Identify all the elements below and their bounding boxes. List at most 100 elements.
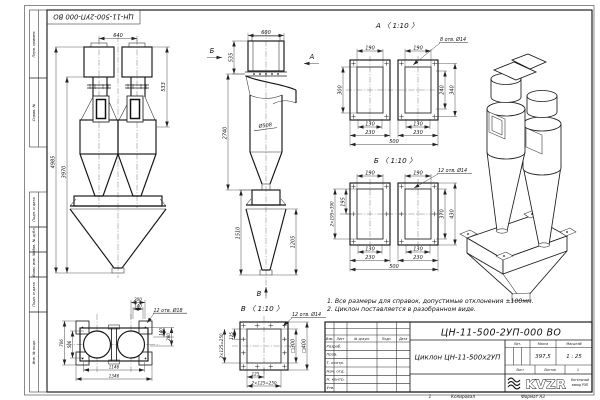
- tb-scale-value: 1 : 25: [566, 354, 582, 360]
- dim-2x125-l: 2×125=250: [219, 333, 224, 358]
- dim-230-b2: 230: [413, 255, 423, 261]
- side-view: Ø508 Б А В 600 535 2740 1510 1205: [207, 30, 319, 300]
- dim-2x195: 2×195=390: [330, 201, 335, 226]
- tb-row-tkontr: Т. контр.: [327, 360, 345, 365]
- product-name: Циклон ЦН-11-500х2УП: [415, 354, 502, 362]
- zone-number: 1: [429, 394, 432, 399]
- dim-230-b1: 230: [365, 255, 375, 261]
- dim-195: 195: [340, 197, 346, 207]
- notes: 1. Все размеры для справок, допустимые о…: [327, 298, 534, 313]
- dim-280: 280: [166, 333, 171, 341]
- logo-sub1: Котельный: [571, 378, 589, 382]
- tb-lit-label: Лит.: [513, 342, 521, 346]
- dim-190-b2: 190: [413, 171, 423, 177]
- bottom-callout: 12 отв. Ø18: [154, 307, 183, 314]
- tb-sheets-label: Листов: [543, 368, 556, 372]
- margin-label-perv: Перв. примен.: [32, 31, 36, 58]
- note-2: 2. Циклон поставляется в разобранном вид…: [327, 305, 476, 313]
- margin-label-invpodl: Инв. № подл.: [32, 340, 36, 365]
- logo-sub2: завод РЭП: [572, 383, 589, 387]
- margin-label-vzam: Взам. инв. №: [32, 252, 36, 277]
- section-a-callout: 8 отв. Ø14: [440, 36, 466, 43]
- dim-340: 340: [449, 85, 455, 95]
- dim-190-b1: 190: [365, 171, 375, 177]
- front-view: 640 533 4985 3970: [50, 33, 170, 278]
- tb-header-ndok: № докум.: [353, 337, 370, 341]
- dim-640: 640: [113, 33, 123, 39]
- copied-label: Копировал: [451, 394, 475, 399]
- tb-row-nachotd: Нач. отд.: [327, 368, 345, 373]
- dim-190-a1: 190: [365, 46, 375, 52]
- tb-scale-label: Масштаб: [566, 342, 581, 346]
- view-v-callout: 12 отв. Ø14: [292, 311, 321, 318]
- arrow-label-a: А: [309, 53, 315, 61]
- dim-500-b: 500: [389, 264, 399, 270]
- tb-sheet-label: Лист: [515, 368, 524, 372]
- dim-2x125-b: 2×125=250: [251, 381, 276, 386]
- dim-300: 300: [337, 85, 343, 95]
- dim-533: 533: [161, 82, 167, 92]
- tb-header-date: Дата: [398, 337, 407, 341]
- tb-row-prov: Пров.: [327, 352, 338, 357]
- iso-view: [459, 53, 577, 302]
- dim-190-a2: 190: [413, 46, 423, 52]
- tb-row-utv: Утв.: [327, 385, 335, 390]
- section-b: Б 〈 1:10 〉 12 отв. Ø14 190 190 195 2×195…: [330, 156, 472, 272]
- tb-row-nkontr: Н. контр.: [327, 377, 345, 382]
- dim-130-b1: 130: [365, 247, 375, 253]
- title-block: Изм. Лист № докум. Подп. Дата Разраб. Пр…: [324, 321, 593, 399]
- view-v-title: В 〈 1:10 〉: [241, 304, 283, 313]
- dim-sq300: □300: [290, 339, 296, 353]
- dim-d508: Ø508: [257, 121, 272, 130]
- dim-240: 240: [439, 85, 445, 95]
- dim-130-a1: 130: [365, 122, 375, 128]
- dim-sq400: □400: [301, 339, 307, 353]
- dim-506: 506: [67, 340, 72, 348]
- arrow-label-b: Б: [210, 47, 215, 55]
- logo-text: KVZR: [526, 377, 566, 392]
- dim-230-a1: 230: [365, 130, 375, 136]
- dim-706: 706: [59, 339, 64, 347]
- dim-600: 600: [261, 30, 271, 36]
- tb-header-podp: Подп.: [382, 337, 392, 341]
- margin-label-sprav: Справ. №: [32, 103, 36, 121]
- sheet-frame: Перв. примен. Справ. № Подп. и дата Инв.…: [24, 5, 595, 396]
- view-v: В 〈 1:10 〉 12 отв. Ø14 125 2×125=250 □30…: [219, 304, 326, 388]
- tb-mass-value: 397,5: [535, 354, 551, 360]
- section-a-title: А 〈 1:10 〉: [375, 21, 418, 30]
- arrow-label-v: В: [257, 290, 262, 298]
- tb-row-razrab: Разраб.: [327, 343, 342, 348]
- dim-430: 430: [449, 209, 455, 219]
- kvzr-logo: KVZR Котельный завод РЭП: [507, 376, 589, 392]
- tb-header-list: Лист: [335, 337, 344, 341]
- bottom-view: 200 140 12 отв. Ø18 140 280 706 506 1146…: [59, 297, 187, 381]
- note-1: 1. Все размеры для справок, допустимые о…: [327, 298, 534, 305]
- dim-535: 535: [228, 53, 234, 63]
- tb-sheets-value: 1: [577, 368, 579, 372]
- dim-1346: 1346: [109, 374, 120, 379]
- dim-200: 200: [134, 297, 142, 302]
- dim-230-a2: 230: [413, 130, 423, 136]
- dim-140-top: 140: [134, 304, 142, 309]
- dim-4985: 4985: [50, 156, 56, 169]
- margin-column: Перв. примен. Справ. № Подп. и дата Инв.…: [29, 9, 48, 393]
- tb-header-izm: Изм.: [326, 337, 334, 341]
- margin-label-invdubl: Инв. № дубл.: [32, 227, 36, 252]
- dim-125-b: 125: [252, 372, 260, 377]
- top-stamp: ЦН-11-500-2УП-000 ВО: [46, 9, 141, 25]
- margin-label-podp2: Подп. и дата: [32, 282, 36, 306]
- section-b-title: Б 〈 1:10 〉: [374, 156, 416, 165]
- section-a: А 〈 1:10 〉 8 отв. Ø14 190 190 300 240 34…: [337, 21, 468, 147]
- dim-1510: 1510: [235, 227, 241, 240]
- format-label: Формат А3: [521, 394, 545, 399]
- dim-130-a2: 130: [413, 122, 423, 128]
- dim-500-a: 500: [389, 139, 399, 145]
- dim-2740: 2740: [222, 127, 228, 140]
- dim-3970: 3970: [61, 166, 67, 179]
- dim-140-right: 140: [159, 328, 164, 336]
- dim-1146: 1146: [109, 365, 120, 370]
- section-b-callout: 12 отв. Ø14: [438, 167, 467, 174]
- dim-130-b2: 130: [413, 247, 423, 253]
